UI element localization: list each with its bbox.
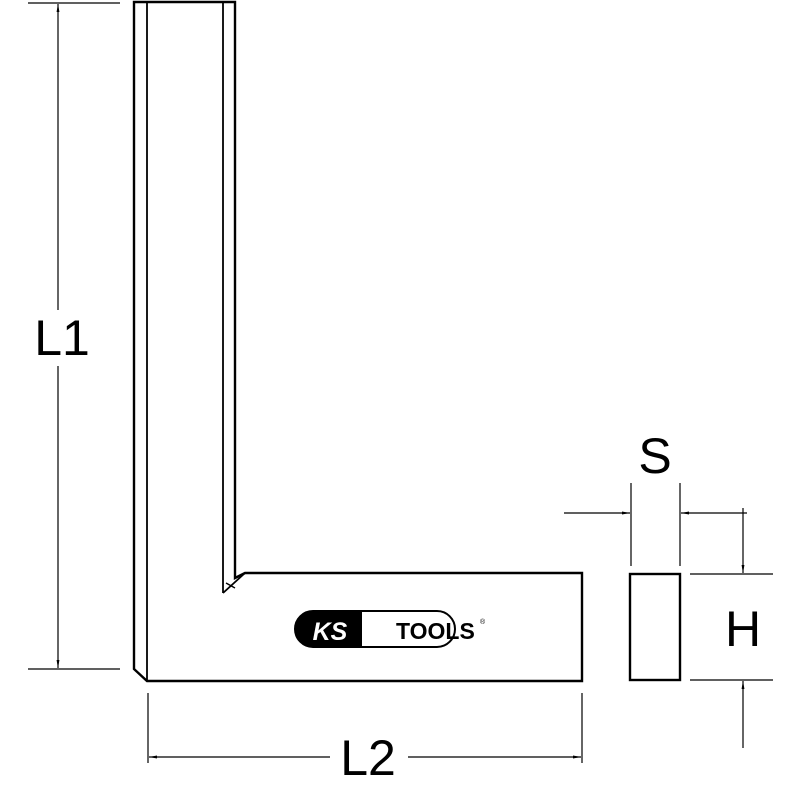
- blade-outline: [132, 0, 584, 683]
- blade-chamfer: [222, 572, 246, 594]
- square-body: [132, 0, 584, 683]
- logo-registered: ®: [480, 618, 486, 626]
- h-label: H: [725, 601, 761, 657]
- l1-label: L1: [34, 310, 90, 366]
- logo-ks: KS: [313, 618, 348, 646]
- ks-tools-logo: KS TOOLS ®: [294, 610, 486, 648]
- l2-label: L2: [340, 730, 396, 786]
- dimension-lines: [28, 2, 773, 763]
- cross-section: [628, 572, 682, 682]
- logo-tools: TOOLS: [396, 618, 475, 644]
- blade-chamfer-tick: [225, 582, 236, 589]
- s-label: S: [638, 428, 671, 484]
